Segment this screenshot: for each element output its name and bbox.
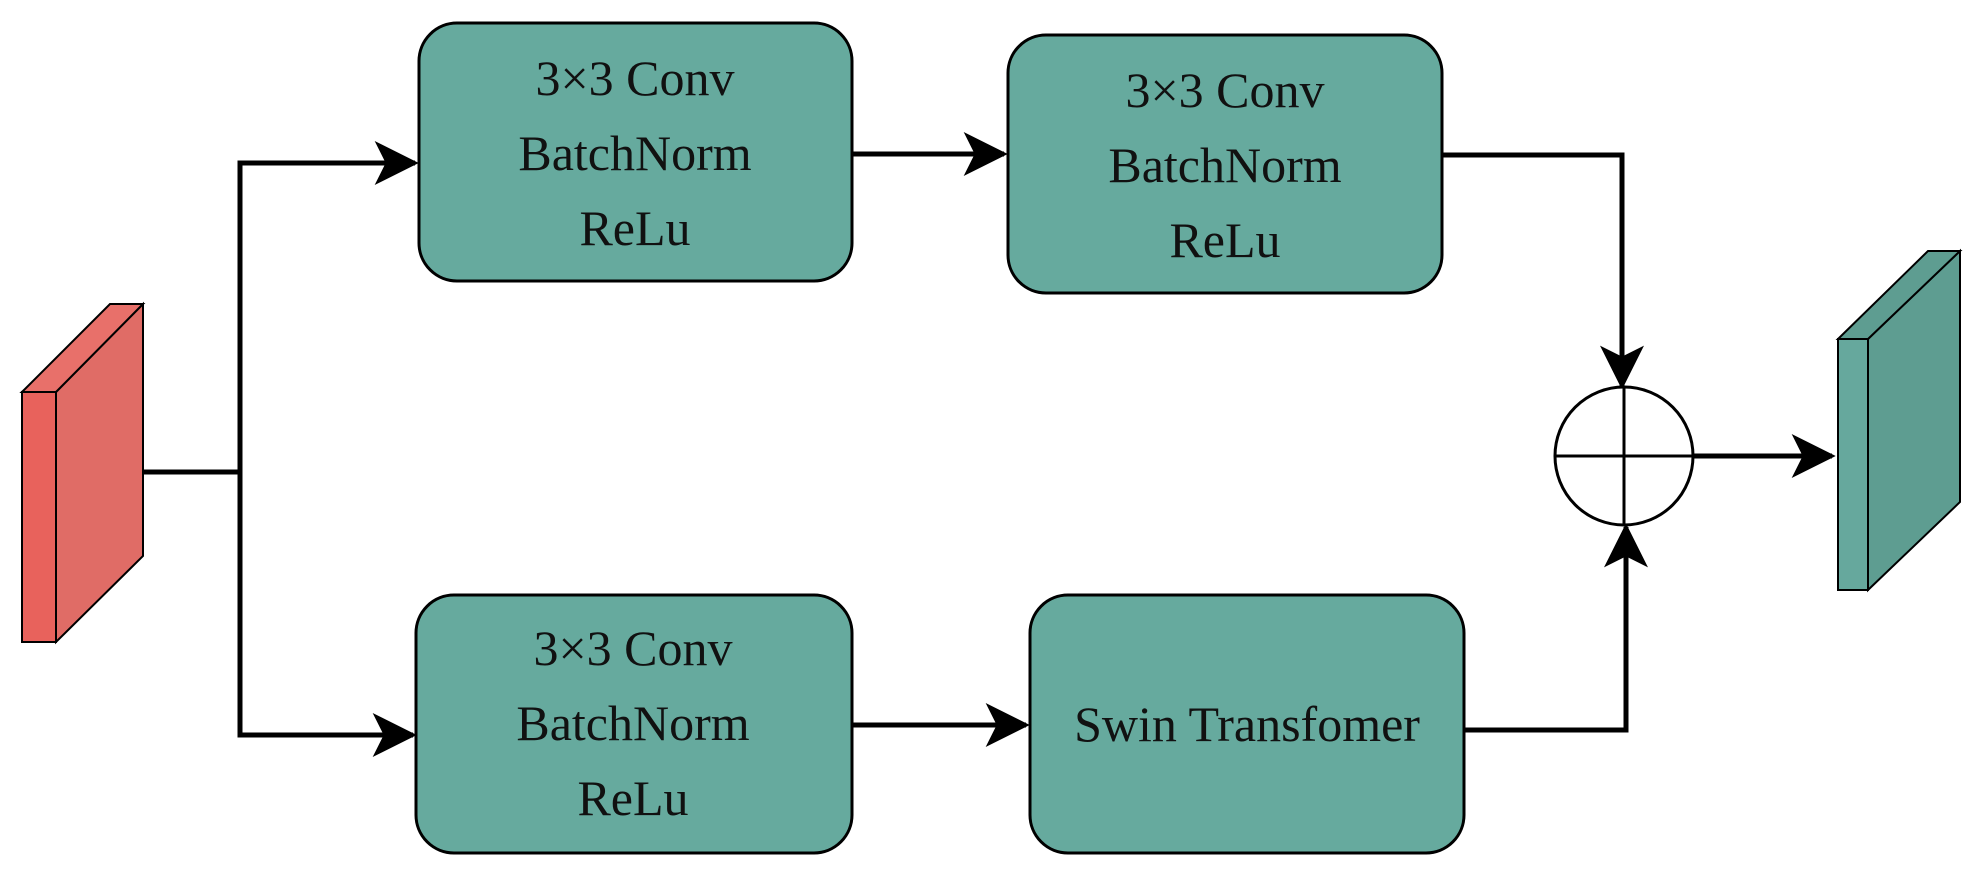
split-to-bottom-conv-arrow — [237, 472, 417, 757]
top-conv-block-1-line-1: 3×3 Conv — [535, 50, 734, 106]
bottom-conv-block-line-1: 3×3 Conv — [533, 620, 732, 676]
input-feature-map-icon — [19, 301, 146, 645]
top-conv-block-1-line-3: ReLu — [579, 200, 690, 256]
split-to-top-conv-arrow — [237, 141, 419, 472]
bottom-conv-block: 3×3 Conv BatchNorm ReLu — [414, 593, 854, 855]
top-conv-block-2-line-3: ReLu — [1169, 212, 1280, 268]
bottom-conv-block-box — [414, 593, 854, 855]
top-conv-block-1-line-2: BatchNorm — [518, 125, 751, 181]
bottom-conv-block-line-2: BatchNorm — [516, 695, 749, 751]
bottom-conv-block-line-3: ReLu — [577, 770, 688, 826]
output-tensor-front — [1837, 338, 1869, 591]
top-conv-block-1-box — [417, 21, 854, 283]
top-conv-block-1: 3×3 Conv BatchNorm ReLu — [417, 21, 854, 283]
swin-to-sum-arrow — [1464, 523, 1648, 733]
connectors — [143, 132, 1836, 757]
top-conv-block-2-line-2: BatchNorm — [1108, 137, 1341, 193]
input-tensor-front — [21, 391, 57, 643]
top-conv-block-2-box — [1006, 33, 1444, 295]
element-wise-sum-icon — [1553, 385, 1695, 527]
top-conv-block-2-line-1: 3×3 Conv — [1125, 62, 1324, 118]
swin-transformer-block-box — [1028, 593, 1466, 855]
top-conv-block-2: 3×3 Conv BatchNorm ReLu — [1006, 33, 1444, 295]
swin-transformer-block: Swin Transfomer — [1028, 593, 1466, 855]
output-feature-map-icon — [1835, 248, 1963, 593]
top-conv2-to-sum-arrow — [1442, 152, 1644, 390]
swin-transformer-block-label: Swin Transfomer — [1074, 696, 1420, 752]
